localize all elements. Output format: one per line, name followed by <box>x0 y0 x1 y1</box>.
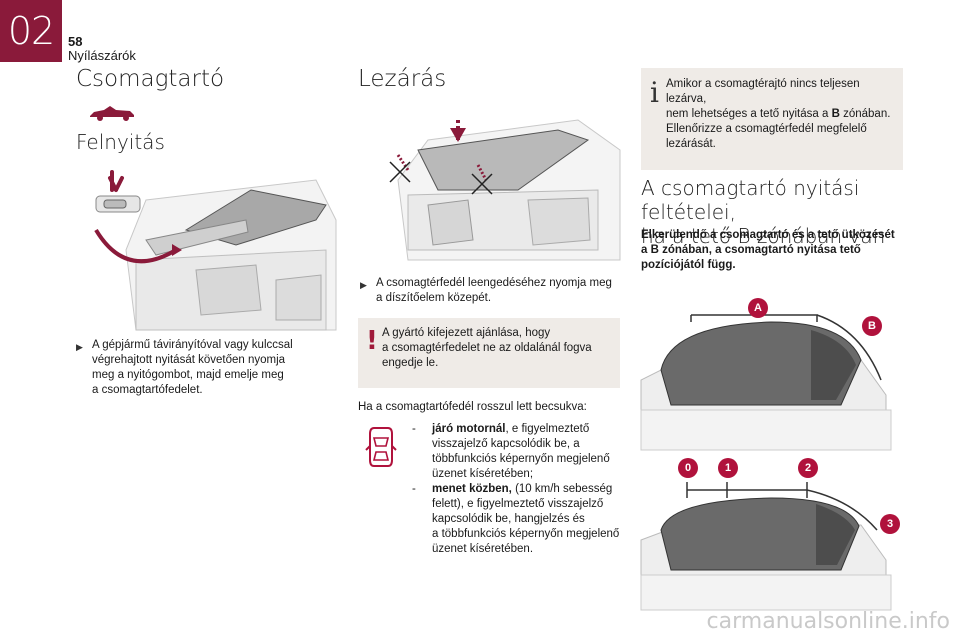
conditions-intro-line: pozíciójától függ. <box>641 259 736 271</box>
conditions-title: A csomagtartó nyitási feltételei, ha a t… <box>641 176 960 248</box>
warning-line: a csomagtérfedelet ne az oldalánál fogva <box>382 342 592 354</box>
info-line-pre: nem lehetséges a tető nyitása a <box>666 108 832 120</box>
info-line-post: zónában. <box>839 108 891 120</box>
roof-position-diagram <box>640 482 892 611</box>
open-instruction-line: a csomagtartófedelet. <box>92 384 203 396</box>
page-section: Nyílászárók <box>68 48 136 63</box>
zone-a-badge: A <box>748 298 768 318</box>
moving-text: kapcsolódik be, hangjelzés és <box>432 513 585 525</box>
moving-line-1: menet közben, (10 km/h sebesség <box>432 482 628 497</box>
close-instruction: A csomagtérfedél leengedéséhez nyomja me… <box>376 276 612 306</box>
moving-text: üzenet kíséretében. <box>432 543 534 555</box>
section-title-close: Lezárás <box>358 66 447 92</box>
zone-b-badge: B <box>862 316 882 336</box>
dash: - <box>412 483 416 495</box>
info-line: nem lehetséges a tető nyitása a B zónába… <box>666 107 900 122</box>
moving-text: (10 km/h sebesség <box>511 483 613 495</box>
bullet-arrow-icon: ▶ <box>76 342 83 352</box>
conditions-intro-line: a B zónában, a csomagtartó nyitása tető <box>641 244 861 256</box>
position-3-badge: 3 <box>880 514 900 534</box>
conditions-intro-line: Elkerülendő a csomagtartó és a tető ütkö… <box>641 229 895 241</box>
subsection-title-open: Felnyitás <box>76 130 165 154</box>
bullet-arrow-icon: ▶ <box>360 280 367 290</box>
engine-running-line-1: járó motornál, e figyelmeztető <box>432 422 628 437</box>
moving-text: felett), e figyelmeztető visszajelző <box>432 498 604 510</box>
conditions-title-line: A csomagtartó nyitási feltételei, <box>641 176 860 224</box>
engine-running-text: többfunkciós képernyőn megjelenő <box>432 453 610 465</box>
moving-block: menet közben, (10 km/h sebesség felett),… <box>432 482 628 557</box>
open-door-warning-icon <box>365 427 397 467</box>
position-2-badge: 2 <box>798 458 818 478</box>
info-line: Amikor a csomagtérajtó nincs teljesen le… <box>666 78 860 105</box>
open-instruction-line: meg a nyitógombot, majd emelje meg <box>92 369 284 381</box>
engine-running-label: járó motornál <box>432 423 506 435</box>
moving-label: menet közben, <box>432 483 512 495</box>
position-0-badge: 0 <box>678 458 698 478</box>
warning-line: engedje le. <box>382 357 439 369</box>
info-line: lezárását. <box>666 138 716 150</box>
bad-close-intro: Ha a csomagtartófedél rosszul lett becsu… <box>358 401 587 413</box>
open-instruction: A gépjármű távirányítóval vagy kulccsal … <box>92 338 293 398</box>
info-text: Amikor a csomagtérajtó nincs teljesen le… <box>666 77 900 152</box>
engine-running-text: visszajelző kapcsolódik be, a <box>432 438 580 450</box>
engine-running-text: , e figyelmeztető <box>505 423 590 435</box>
warning-text: A gyártó kifejezett ajánlása, hogy a cso… <box>382 326 592 371</box>
info-zone-label: B <box>831 108 840 120</box>
section-title-trunk: Csomagtartó <box>76 66 225 92</box>
roof-zone-diagram <box>640 314 892 451</box>
moving-text: a többfunkciós képernyőn megjelenő <box>432 528 620 540</box>
trunk-open-illustration <box>76 160 337 331</box>
info-icon: i <box>650 76 659 109</box>
trunk-close-illustration <box>389 119 621 261</box>
warning-box <box>358 318 620 388</box>
page-number: 58 <box>68 34 83 49</box>
open-instruction-line: végrehajtott nyitását követően nyomja <box>92 354 286 366</box>
close-instruction-line: A csomagtérfedél leengedéséhez nyomja me… <box>376 277 612 289</box>
info-line: Ellenőrizze a csomagtérfedél megfelelő <box>666 123 867 135</box>
conditions-intro: Elkerülendő a csomagtartó és a tető ütkö… <box>641 228 895 273</box>
info-box <box>641 68 903 170</box>
warning-exclamation-icon: ! <box>366 326 378 356</box>
dash: - <box>412 423 416 435</box>
convertible-car-icon <box>90 106 134 121</box>
close-instruction-line: a díszítőelem közepét. <box>376 292 492 304</box>
watermark: carmanualsonline.info <box>706 609 950 634</box>
conditions-title-line: ha a tető B zónában van <box>641 224 886 248</box>
warning-line: A gyártó kifejezett ajánlása, hogy <box>382 327 551 339</box>
open-instruction-line: A gépjármű távirányítóval vagy kulccsal <box>92 339 293 351</box>
position-1-badge: 1 <box>718 458 738 478</box>
engine-running-block: járó motornál, e figyelmeztető visszajel… <box>432 422 628 482</box>
engine-running-text: üzenet kíséretében; <box>432 468 534 480</box>
chapter-tab: 02 <box>0 0 62 62</box>
